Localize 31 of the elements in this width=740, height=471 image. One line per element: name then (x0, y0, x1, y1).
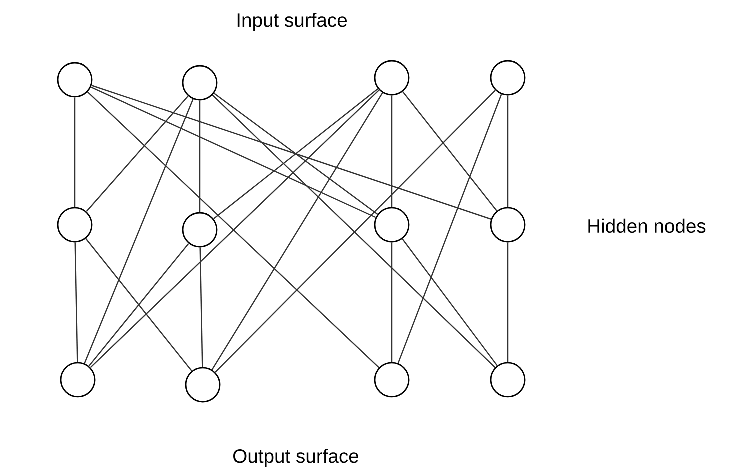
connection-line (90, 86, 376, 218)
connection-line (398, 94, 502, 364)
neuron-circle (57, 62, 93, 98)
connection-line (391, 242, 393, 362)
connection-line (92, 85, 492, 220)
connection-line (507, 242, 509, 362)
neuron-circle (374, 207, 410, 243)
connection-line (402, 238, 498, 366)
connection-line (391, 96, 393, 208)
neuron-circle (60, 362, 96, 398)
connection-line (84, 99, 194, 364)
neuron-circle (490, 207, 526, 243)
neuron-circle (182, 65, 218, 101)
neuron-circle (57, 207, 93, 243)
neuron-circle (490, 362, 526, 398)
neuron-circle (374, 60, 410, 96)
connection-line (74, 98, 76, 208)
neuron-circle (490, 60, 526, 96)
neuron-circle (374, 362, 410, 398)
connection-line (74, 242, 78, 362)
connection-line (199, 100, 201, 212)
neuron-circle (182, 212, 218, 248)
layer-label: Hidden nodes (588, 218, 706, 234)
layer-label: Input surface (238, 13, 347, 31)
connection-line (507, 96, 509, 208)
connection-line (200, 248, 204, 368)
connection-line (86, 96, 189, 212)
neuron-circle (185, 367, 221, 403)
layer-label: Output surface (234, 449, 359, 467)
connection-line (402, 92, 498, 212)
connection-line (212, 92, 384, 370)
